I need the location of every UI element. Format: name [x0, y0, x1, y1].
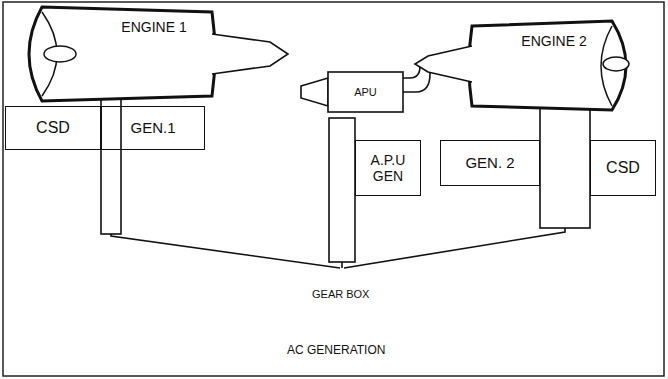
text-holder: ENGINE 1	[104, 18, 204, 36]
caption: AC GENERATION	[287, 343, 385, 357]
drive-shaft	[329, 118, 355, 262]
outline-shape	[412, 18, 644, 114]
apu-intake	[301, 78, 328, 106]
nacelle-body	[469, 21, 626, 110]
nacelle-body	[29, 7, 215, 101]
drive-line	[341, 262, 343, 268]
node-text: A.P.U GEN	[359, 152, 417, 184]
node-text: ENGINE 1	[121, 19, 186, 35]
node-text: CSD	[36, 119, 70, 137]
node-text: GEN. 2	[465, 154, 514, 171]
engine-nacelle: ENGINE 1	[12, 4, 292, 104]
text-holder: ENGINE 2	[504, 32, 604, 50]
part-label: GEAR BOX	[312, 288, 369, 300]
apu-unit: APU	[298, 62, 433, 124]
node-text: ENGINE 2	[521, 33, 586, 49]
generator-box: GEN.1	[101, 106, 205, 150]
engine-nacelle: ENGINE 2	[412, 18, 644, 114]
generator-box: A.P.U GEN	[355, 140, 421, 196]
csd-box: CSD	[5, 106, 101, 150]
generator-box: GEN. 2	[440, 140, 540, 186]
spinner	[44, 46, 76, 62]
node-text: GEN.1	[130, 119, 175, 136]
text-holder: APU	[328, 72, 403, 112]
node-text: CSD	[606, 159, 640, 177]
csd-box: CSD	[590, 140, 656, 196]
drive-shaft	[101, 98, 121, 234]
drive-line	[111, 234, 340, 268]
spinner	[603, 57, 629, 71]
apu-body	[328, 72, 403, 112]
frame-border	[3, 2, 664, 376]
drive-line	[344, 228, 565, 268]
exhaust-cone	[212, 34, 288, 74]
node-text: APU	[354, 86, 377, 99]
drive-shaft	[540, 108, 590, 228]
exhaust-cone	[415, 46, 472, 82]
